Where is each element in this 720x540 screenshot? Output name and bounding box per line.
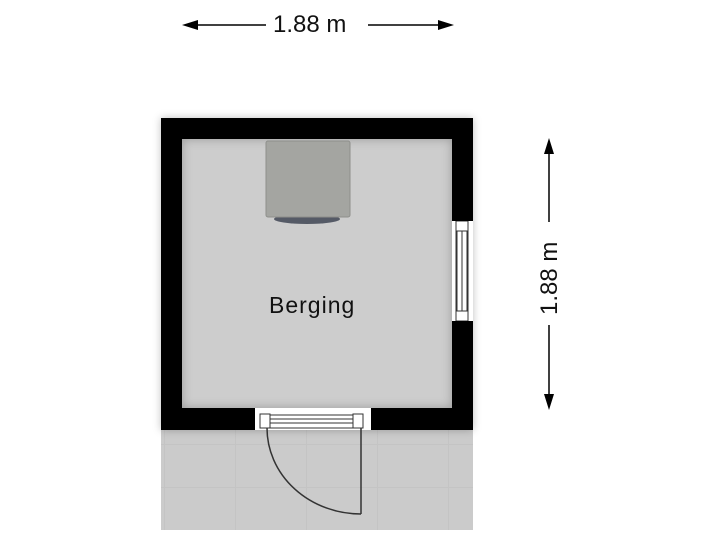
height-dimension-arrow [544, 138, 554, 410]
door-icon [255, 408, 371, 515]
terrace-floor [161, 430, 473, 530]
height-dimension-label: 1.88 m [536, 241, 563, 315]
window-icon [452, 221, 473, 321]
width-dimension-arrow [182, 20, 454, 30]
width-dimension-label: 1.88 m [273, 11, 347, 38]
boiler-icon [265, 140, 351, 224]
room-label-berging: Berging [269, 292, 356, 318]
